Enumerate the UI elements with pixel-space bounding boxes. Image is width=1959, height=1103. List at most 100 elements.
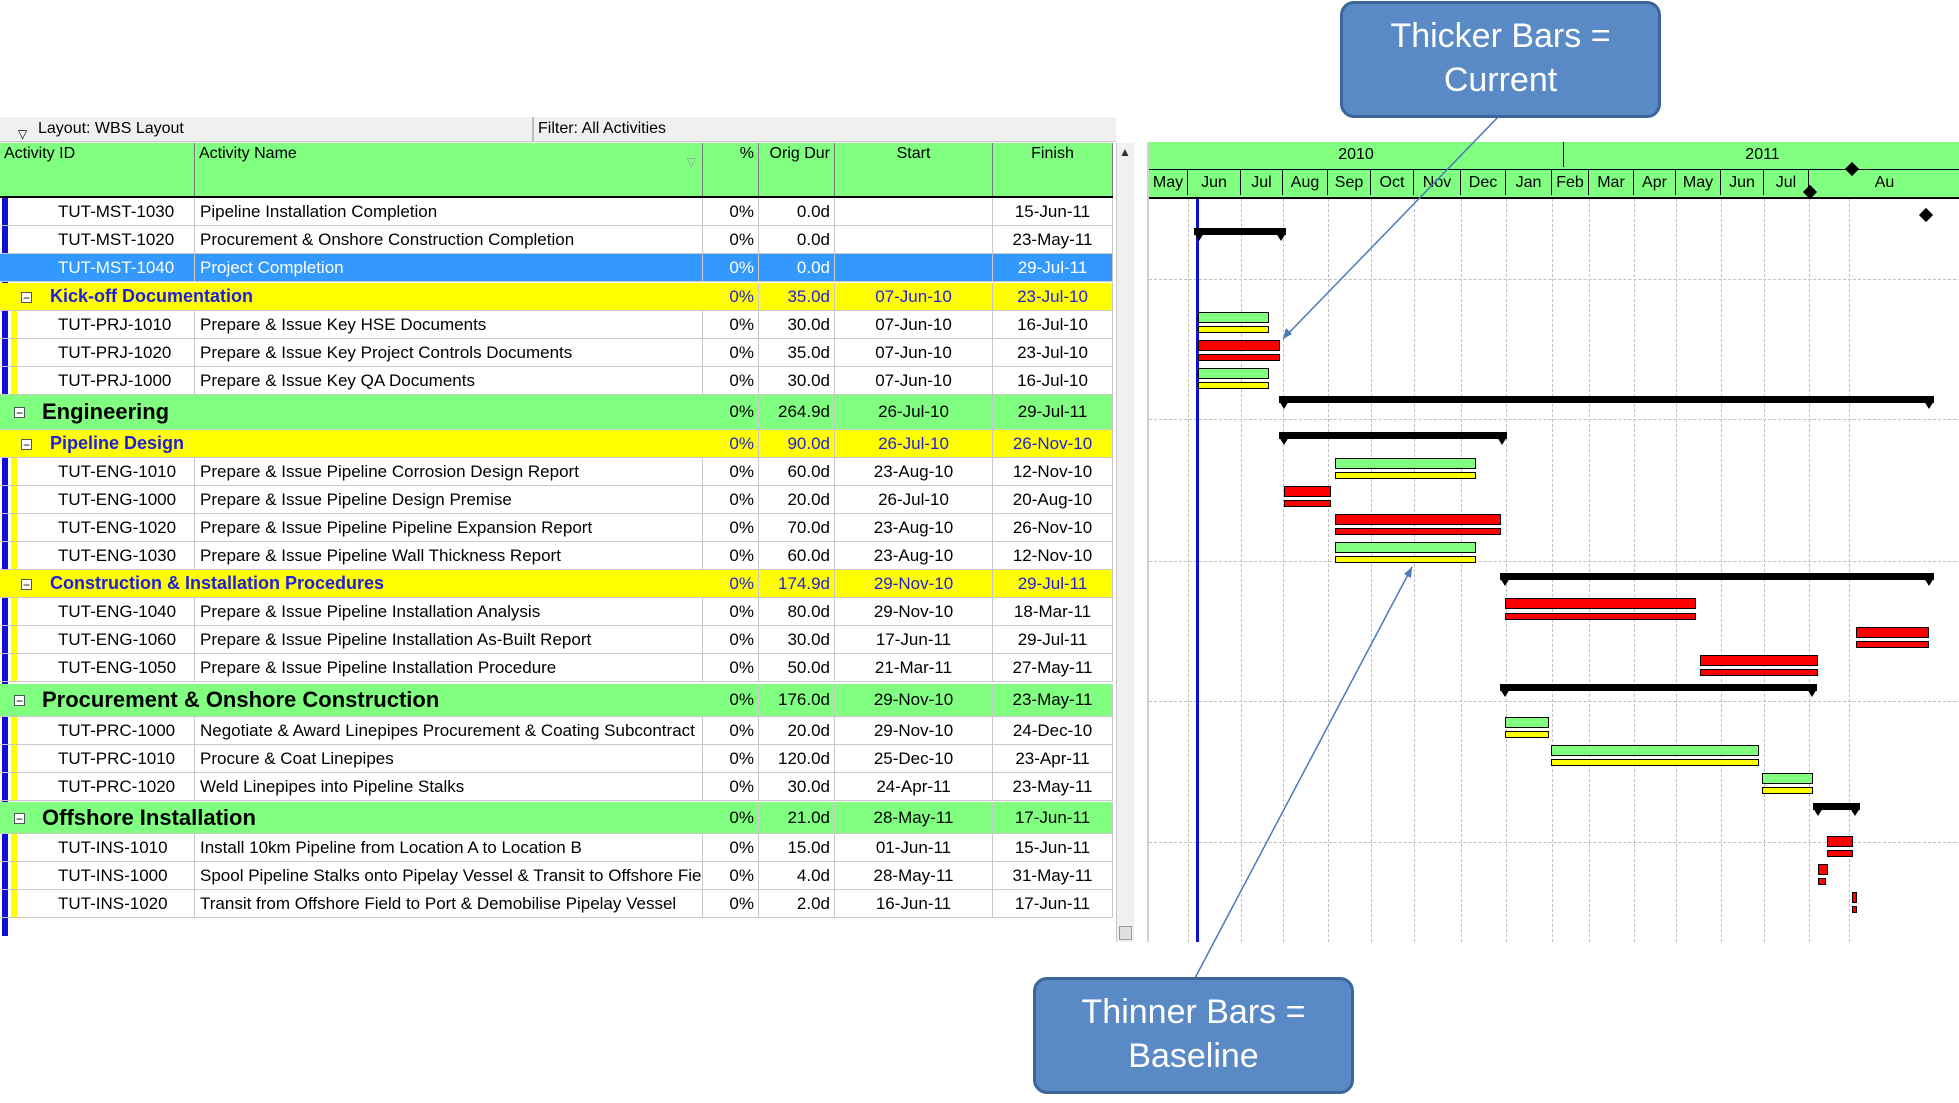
baseline-bar[interactable] [1505, 731, 1549, 738]
cell-finish[interactable]: 15-Jun-11 [993, 834, 1113, 861]
cell-name[interactable]: Procure & Coat Linepipes [195, 745, 703, 772]
filter-label[interactable]: Filter: All Activities [538, 120, 667, 137]
cell-dur[interactable]: 20.0d [759, 486, 835, 513]
baseline-bar[interactable] [1198, 326, 1269, 333]
current-bar[interactable] [1551, 745, 1759, 756]
current-bar[interactable] [1505, 598, 1696, 609]
cell-dur[interactable]: 30.0d [759, 626, 835, 653]
cell-dur[interactable]: 20.0d [759, 717, 835, 744]
baseline-bar[interactable] [1551, 759, 1759, 766]
cell-id[interactable]: TUT-PRJ-1020 [0, 339, 195, 366]
cell-id[interactable]: TUT-ENG-1020 [0, 514, 195, 541]
cell-start[interactable] [835, 254, 993, 281]
column-header-activity-name[interactable]: Activity Name ▽ [195, 143, 703, 196]
baseline-bar[interactable] [1284, 500, 1331, 507]
cell-name[interactable]: Prepare & Issue Pipeline Design Premise [195, 486, 703, 513]
cell-pct[interactable]: 0% [703, 802, 759, 833]
summary-bar[interactable] [1279, 396, 1934, 409]
column-header-finish[interactable]: Finish [993, 143, 1113, 196]
cell-pct[interactable]: 0% [703, 283, 759, 310]
collapse-icon[interactable]: − [14, 406, 25, 420]
cell-id[interactable]: TUT-ENG-1040 [0, 598, 195, 625]
cell-id[interactable]: TUT-ENG-1030 [0, 542, 195, 569]
cell-name[interactable]: Prepare & Issue Pipeline Pipeline Expans… [195, 514, 703, 541]
current-bar[interactable] [1856, 627, 1929, 638]
cell-id[interactable]: TUT-PRJ-1000 [0, 367, 195, 394]
cell-finish[interactable]: 23-Jul-10 [993, 283, 1113, 310]
cell-pct[interactable]: 0% [703, 890, 759, 917]
cell-pct[interactable]: 0% [703, 514, 759, 541]
baseline-bar[interactable] [1762, 787, 1813, 794]
cell-id[interactable]: TUT-PRC-1000 [0, 717, 195, 744]
cell-name[interactable]: Weld Linepipes into Pipeline Stalks [195, 773, 703, 800]
summary-bar[interactable] [1279, 432, 1507, 445]
current-bar[interactable] [1198, 312, 1269, 323]
current-bar[interactable] [1335, 514, 1501, 525]
current-bar[interactable] [1700, 655, 1818, 666]
cell-finish[interactable]: 15-Jun-11 [993, 198, 1113, 225]
cell-start[interactable]: 29-Nov-10 [835, 717, 993, 744]
cell-id[interactable]: TUT-MST-1030 [0, 198, 195, 225]
cell-finish[interactable]: 17-Jun-11 [993, 802, 1113, 833]
cell-pct[interactable]: 0% [703, 367, 759, 394]
cell-pct[interactable]: 0% [703, 598, 759, 625]
cell-name[interactable]: Prepare & Issue Pipeline Wall Thickness … [195, 542, 703, 569]
baseline-bar[interactable] [1818, 878, 1826, 885]
cell-dur[interactable]: 4.0d [759, 862, 835, 889]
cell-start[interactable]: 23-Aug-10 [835, 458, 993, 485]
current-bar[interactable] [1335, 458, 1476, 469]
cell-finish[interactable]: 23-May-11 [993, 773, 1113, 800]
cell-id[interactable]: TUT-ENG-1060 [0, 626, 195, 653]
scroll-thumb[interactable] [1119, 926, 1132, 940]
cell-finish[interactable]: 24-Dec-10 [993, 717, 1113, 744]
cell-pct[interactable]: 0% [703, 226, 759, 253]
column-header-activity-id[interactable]: Activity ID [0, 143, 195, 196]
baseline-bar[interactable] [1700, 669, 1818, 676]
cell-dur[interactable]: 50.0d [759, 654, 835, 681]
current-bar[interactable] [1198, 340, 1280, 351]
collapse-icon[interactable]: − [14, 811, 25, 826]
cell-start[interactable]: 29-Nov-10 [835, 598, 993, 625]
cell-id[interactable]: TUT-ENG-1000 [0, 486, 195, 513]
column-header-orig-dur[interactable]: Orig Dur [759, 143, 835, 196]
cell-dur[interactable]: 15.0d [759, 834, 835, 861]
collapse-icon[interactable]: − [14, 694, 25, 708]
cell-start[interactable]: 26-Jul-10 [835, 486, 993, 513]
cell-name[interactable]: Project Completion [195, 254, 703, 281]
cell-dur[interactable]: 174.9d [759, 570, 835, 597]
cell-pct[interactable]: 0% [703, 339, 759, 366]
scroll-up-arrow-icon[interactable]: ▲ [1119, 145, 1131, 159]
cell-dur[interactable]: 60.0d [759, 542, 835, 569]
cell-start[interactable]: 01-Jun-11 [835, 834, 993, 861]
column-header-percent[interactable]: % [703, 143, 759, 196]
baseline-bar[interactable] [1335, 528, 1501, 535]
cell-id[interactable]: TUT-INS-1020 [0, 890, 195, 917]
cell-dur[interactable]: 264.9d [759, 395, 835, 429]
cell-dur[interactable]: 30.0d [759, 367, 835, 394]
cell-finish[interactable]: 26-Nov-10 [993, 430, 1113, 457]
summary-bar[interactable] [1813, 803, 1860, 816]
baseline-bar[interactable] [1856, 641, 1929, 648]
cell-dur[interactable]: 2.0d [759, 890, 835, 917]
cell-pct[interactable]: 0% [703, 745, 759, 772]
current-bar[interactable] [1198, 368, 1269, 379]
cell-start[interactable]: 07-Jun-10 [835, 311, 993, 338]
cell-name[interactable]: Prepare & Issue Key Project Controls Doc… [195, 339, 703, 366]
cell-dur[interactable]: 30.0d [759, 773, 835, 800]
cell-pct[interactable]: 0% [703, 542, 759, 569]
collapse-icon[interactable]: − [21, 577, 32, 592]
cell-id[interactable]: TUT-PRC-1020 [0, 773, 195, 800]
cell-start[interactable] [835, 198, 993, 225]
cell-dur[interactable]: 35.0d [759, 339, 835, 366]
